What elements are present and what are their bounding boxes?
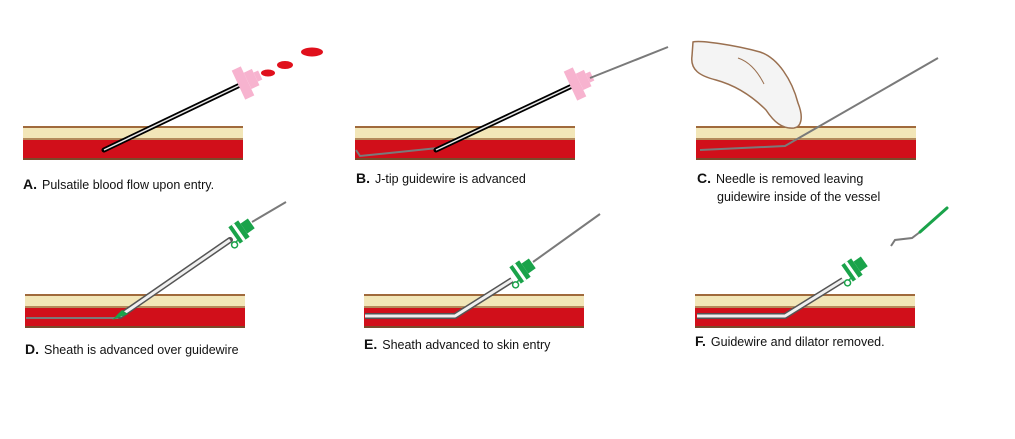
blood-drop (261, 69, 275, 77)
guidewire (589, 46, 669, 79)
hand-icon (691, 40, 802, 129)
blood-drop (301, 47, 323, 57)
guidewire (251, 201, 287, 223)
panel-f-illustration (694, 206, 949, 329)
guidewire (532, 213, 601, 263)
panel-d-illustration (24, 201, 287, 329)
caption-f: F.Guidewire and dilator removed. (695, 333, 885, 349)
caption-e: E.Sheath advanced to skin entry (364, 336, 551, 352)
guidewire (699, 57, 939, 151)
caption-d: D.Sheath is advanced over guidewire (25, 341, 239, 357)
caption-b: B.J-tip guidewire is advanced (356, 170, 526, 186)
panel-e-illustration (363, 213, 601, 329)
removed-dilator-icon (890, 206, 949, 247)
needle-hub (231, 60, 267, 100)
panel-c-illustration (691, 40, 939, 161)
panel-b-illustration (354, 46, 669, 161)
caption-a: A.Pulsatile blood flow upon entry. (23, 176, 215, 192)
needle-hub (563, 61, 599, 101)
panel-a-illustration (22, 47, 323, 161)
blood-drop (277, 61, 293, 69)
